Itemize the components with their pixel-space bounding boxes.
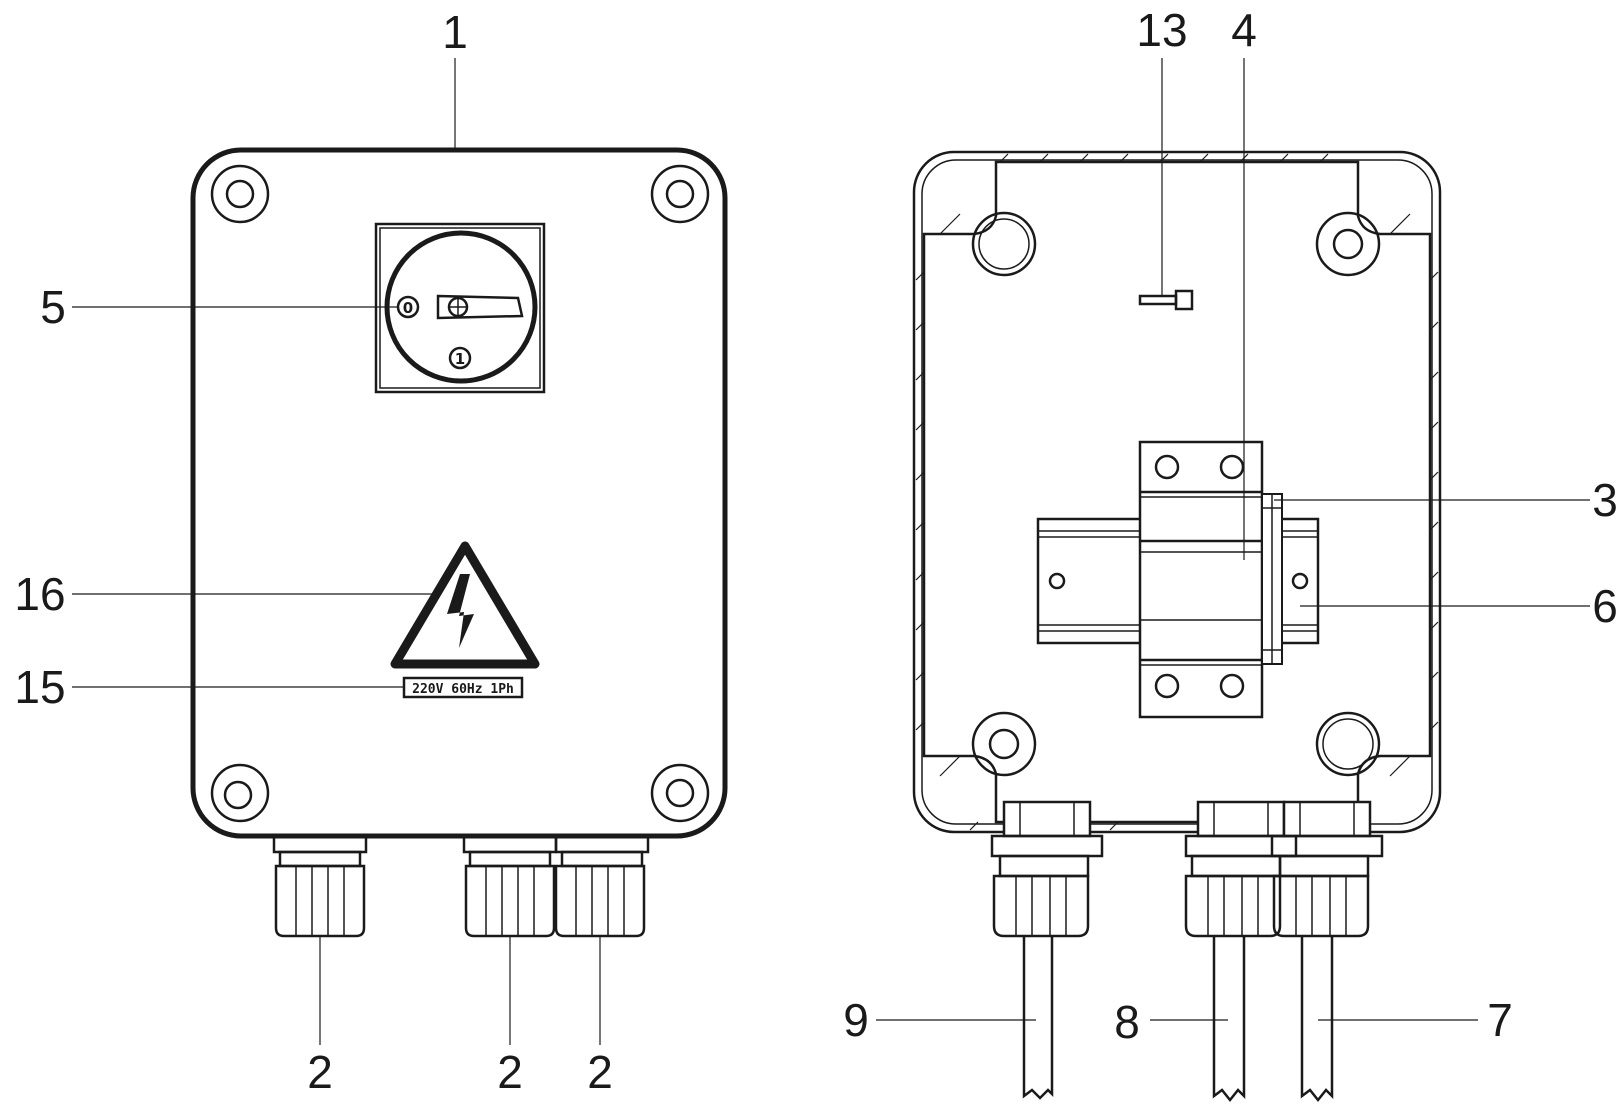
cable-middle [1212, 936, 1246, 1103]
mounting-boss-bottom-left [971, 711, 1037, 777]
callout-9: 9 [843, 994, 869, 1046]
switch-off-label: 0 [403, 299, 413, 317]
cable-gland-middle [462, 834, 558, 938]
mounting-boss-top-right [1315, 211, 1381, 277]
callout-2-right: 2 [587, 1046, 613, 1098]
inner-gland-middle [1184, 800, 1298, 938]
ground-screw-icon [1138, 289, 1194, 311]
inner-gland-left [990, 800, 1104, 938]
mounting-boss-bottom-right [1315, 711, 1381, 777]
enclosure-front-body [190, 147, 728, 839]
switch-on-label: 1 [455, 350, 465, 368]
corner-screw-bottom-right [650, 763, 710, 823]
callout-2-left: 2 [307, 1046, 333, 1098]
rotary-switch: 0 1 [374, 222, 546, 394]
callout-7: 7 [1487, 994, 1513, 1046]
callout-6: 6 [1592, 580, 1618, 632]
mounting-boss-top-left [971, 211, 1037, 277]
cable-gland-right [554, 834, 650, 938]
rating-plate-text: 220V 60Hz 1Ph [412, 682, 514, 697]
callout-1: 1 [442, 6, 468, 58]
cable-right [1300, 936, 1334, 1103]
callout-2-middle: 2 [497, 1046, 523, 1098]
corner-screw-top-left [210, 164, 270, 224]
enclosure-outer-wall [912, 150, 1442, 834]
contactor [1138, 440, 1283, 719]
inner-gland-right [1270, 800, 1384, 938]
callout-3: 3 [1592, 474, 1618, 526]
callout-16: 16 [14, 568, 65, 620]
callout-15: 15 [14, 661, 65, 713]
callout-8: 8 [1114, 996, 1140, 1048]
corner-screw-top-right [650, 164, 710, 224]
callout-5: 5 [40, 281, 66, 333]
cable-gland-left [272, 834, 368, 938]
enclosure-inside-view: 13 4 3 6 9 8 7 [843, 4, 1618, 1103]
callout-13: 13 [1136, 4, 1187, 56]
high-voltage-warning-icon [390, 541, 540, 669]
rating-plate: 220V 60Hz 1Ph [402, 676, 524, 699]
callout-4: 4 [1231, 4, 1257, 56]
corner-screw-bottom-left [210, 763, 270, 823]
enclosure-front-view: 0 1 220V 60Hz 1Ph [14, 6, 728, 1098]
switch-handle-icon [436, 294, 524, 320]
cable-left [1022, 936, 1054, 1100]
